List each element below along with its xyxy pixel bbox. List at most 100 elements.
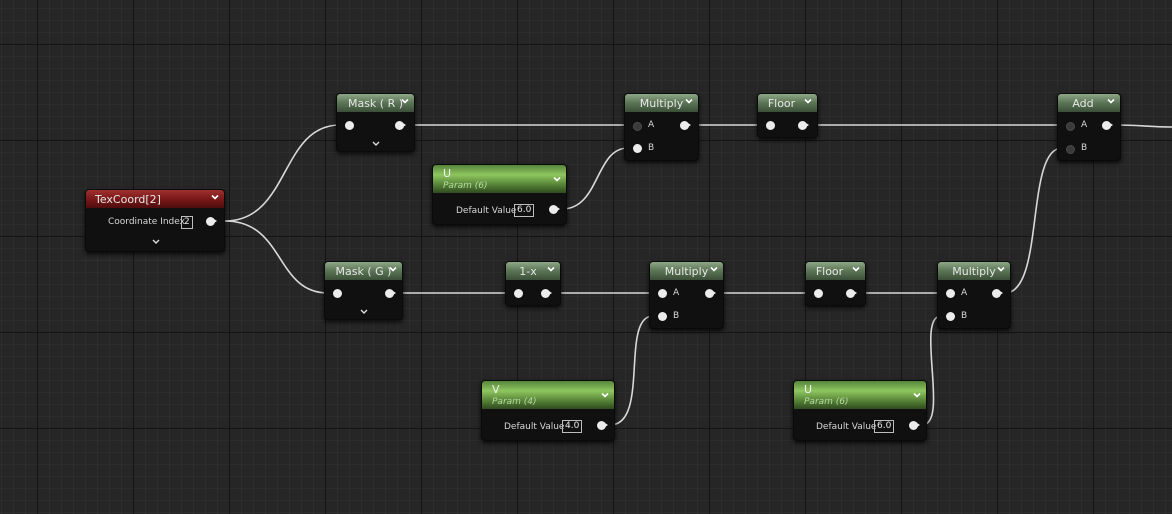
- input-pin[interactable]: [345, 121, 354, 130]
- chevron-down-icon[interactable]: [685, 97, 693, 105]
- output-pin[interactable]: [992, 289, 1003, 298]
- input-pin-b[interactable]: [1066, 145, 1075, 154]
- chevron-down-icon[interactable]: [997, 265, 1005, 273]
- input-pin-a[interactable]: [946, 289, 955, 298]
- input-pin[interactable]: [766, 121, 775, 130]
- input-pin-a[interactable]: [658, 289, 667, 298]
- node-subtitle: Param (6): [443, 181, 488, 191]
- node-title: U: [443, 167, 452, 180]
- input-pin-b[interactable]: [633, 144, 642, 153]
- output-pin[interactable]: [385, 289, 396, 298]
- chevron-down-icon[interactable]: [389, 265, 397, 273]
- node-title: Mask ( G ): [335, 264, 392, 278]
- param-u-node[interactable]: U Param (6) Default Value 6.0: [793, 380, 927, 441]
- texcoord-header[interactable]: TexCoord[2]: [86, 190, 224, 208]
- multiply-top-header[interactable]: Multiply: [625, 94, 698, 112]
- floor-bottom-header[interactable]: Floor: [806, 262, 865, 280]
- mask-r-node[interactable]: Mask ( R ): [336, 93, 415, 152]
- coordinate-index-value[interactable]: 2: [181, 216, 193, 229]
- add-node[interactable]: Add A B: [1057, 93, 1121, 161]
- output-pin[interactable]: [909, 421, 920, 430]
- pin-a-label: A: [673, 288, 680, 298]
- param-u-header[interactable]: U Param (6): [794, 381, 926, 409]
- input-pin-b[interactable]: [658, 312, 667, 321]
- floor-top-node[interactable]: Floor: [757, 93, 818, 138]
- output-pin[interactable]: [705, 289, 716, 298]
- input-pin-b[interactable]: [946, 312, 955, 321]
- multiply-mid-header[interactable]: Multiply: [650, 262, 723, 280]
- multiply-right-node[interactable]: Multiply A B: [937, 261, 1011, 329]
- expand-chevron-icon[interactable]: [372, 141, 380, 147]
- node-title: TexCoord[2]: [95, 192, 161, 206]
- chevron-down-icon[interactable]: [211, 193, 219, 201]
- output-pin[interactable]: [541, 289, 552, 298]
- output-pin[interactable]: [206, 217, 217, 226]
- node-title: Multiply: [639, 96, 684, 110]
- chevron-down-icon[interactable]: [601, 391, 609, 399]
- param-v-node[interactable]: V Param (4) Default Value 4.0: [481, 380, 615, 441]
- output-pin[interactable]: [680, 121, 691, 130]
- chevron-down-icon[interactable]: [804, 97, 812, 105]
- pin-b-label: B: [1081, 143, 1088, 153]
- input-pin-a[interactable]: [1066, 122, 1075, 131]
- expand-chevron-icon[interactable]: [152, 239, 160, 245]
- default-value-field[interactable]: 6.0: [874, 420, 895, 433]
- texcoord-node[interactable]: TexCoord[2] Coordinate Index 2: [85, 189, 225, 252]
- node-title: Multiply: [952, 264, 996, 278]
- wire-add-output: [1114, 124, 1172, 128]
- input-pin[interactable]: [333, 289, 342, 298]
- wire-texcoord-to-mask-g: [224, 220, 329, 294]
- one-minus-node[interactable]: 1-x: [505, 261, 561, 306]
- mask-g-header[interactable]: Mask ( G ): [325, 262, 402, 280]
- default-value-field[interactable]: 6.0: [514, 204, 535, 217]
- input-pin-a[interactable]: [633, 122, 642, 131]
- multiply-mid-node[interactable]: Multiply A B: [649, 261, 724, 329]
- node-title: U: [804, 383, 813, 396]
- node-subtitle: Param (6): [804, 397, 849, 407]
- wire-multiply-right-to-add-b: [1004, 147, 1063, 294]
- chevron-down-icon[interactable]: [710, 265, 718, 273]
- output-pin[interactable]: [549, 205, 560, 214]
- wire-texcoord-to-mask-r: [224, 124, 341, 222]
- node-title: Floor: [815, 264, 844, 278]
- multiply-top-node[interactable]: Multiply A B: [624, 93, 699, 161]
- pin-b-label: B: [648, 143, 655, 153]
- mask-r-header[interactable]: Mask ( R ): [337, 94, 414, 112]
- wire-param-v-to-multiply-mid-b: [609, 315, 654, 426]
- add-header[interactable]: Add: [1058, 94, 1120, 112]
- param-u-header[interactable]: U Param (6): [433, 165, 566, 193]
- node-title: Multiply: [664, 264, 709, 278]
- mask-g-node[interactable]: Mask ( G ): [324, 261, 403, 320]
- pin-b-label: B: [673, 311, 680, 321]
- chevron-down-icon[interactable]: [547, 265, 555, 273]
- output-pin[interactable]: [846, 289, 857, 298]
- chevron-down-icon[interactable]: [401, 97, 409, 105]
- expand-chevron-icon[interactable]: [360, 309, 368, 315]
- multiply-right-header[interactable]: Multiply: [938, 262, 1010, 280]
- node-title: Add: [1072, 96, 1094, 110]
- node-title: Floor: [767, 96, 796, 110]
- chevron-down-icon[interactable]: [913, 391, 921, 399]
- node-title: Mask ( R ): [347, 96, 404, 110]
- chevron-down-icon[interactable]: [852, 265, 860, 273]
- output-pin[interactable]: [597, 421, 608, 430]
- default-value-label: Default Value: [456, 206, 517, 216]
- node-title: V: [492, 383, 500, 396]
- output-pin[interactable]: [1102, 121, 1113, 130]
- chevron-down-icon[interactable]: [553, 175, 561, 183]
- default-value-field[interactable]: 4.0: [562, 420, 583, 433]
- chevron-down-icon[interactable]: [1107, 97, 1115, 105]
- wire-param-u-to-multiply-top-b: [561, 147, 629, 210]
- output-pin[interactable]: [395, 121, 406, 130]
- param-u-node[interactable]: U Param (6) Default Value 6.0: [432, 164, 567, 225]
- node-subtitle: Param (4): [492, 397, 537, 407]
- one-minus-header[interactable]: 1-x: [506, 262, 560, 280]
- floor-top-header[interactable]: Floor: [758, 94, 817, 112]
- param-v-header[interactable]: V Param (4): [482, 381, 614, 409]
- floor-bottom-node[interactable]: Floor: [805, 261, 866, 306]
- output-pin[interactable]: [798, 121, 809, 130]
- input-pin[interactable]: [814, 289, 823, 298]
- input-pin[interactable]: [514, 289, 523, 298]
